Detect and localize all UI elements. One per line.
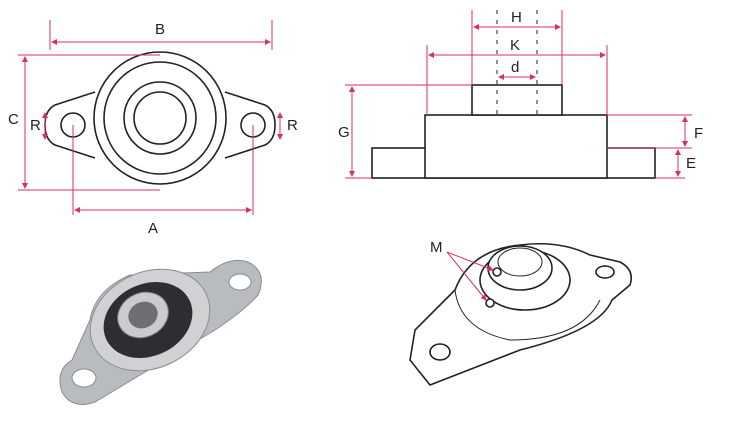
pointer-m-2 xyxy=(446,251,487,301)
bore xyxy=(133,91,187,145)
label-r-right: R xyxy=(287,117,298,134)
bearing-boss xyxy=(471,84,563,116)
isometric-drawing: M xyxy=(409,239,633,386)
label-m: M xyxy=(430,239,443,256)
side-view: H K d G F E xyxy=(338,9,703,179)
bearing-photo xyxy=(59,259,262,405)
pointer-m-1 xyxy=(446,251,494,271)
label-c: C xyxy=(8,111,19,128)
label-b: B xyxy=(155,21,165,38)
label-h: H xyxy=(511,9,522,26)
housing-body xyxy=(424,114,608,179)
label-a: A xyxy=(148,220,158,237)
label-e: E xyxy=(686,155,696,172)
label-g: G xyxy=(338,124,350,141)
label-f: F xyxy=(694,125,703,142)
label-r-left: R xyxy=(30,117,41,134)
label-k: K xyxy=(510,37,520,54)
label-d: d xyxy=(511,59,519,76)
front-view: B C R R A xyxy=(8,20,298,237)
